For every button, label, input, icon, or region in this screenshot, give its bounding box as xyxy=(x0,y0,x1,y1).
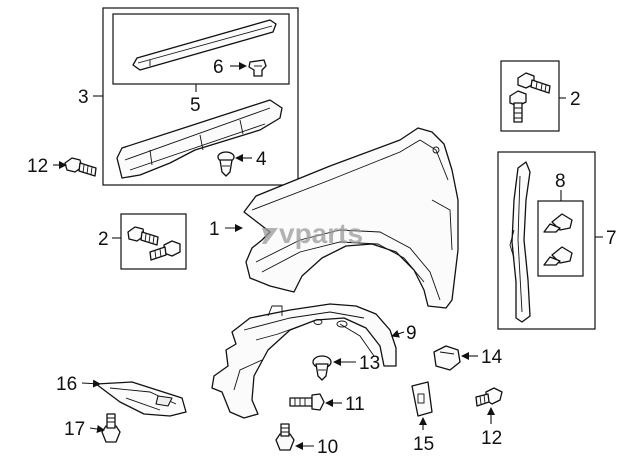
bolt-part-11 xyxy=(289,393,325,411)
callout-13: 13 xyxy=(359,353,380,374)
watermark-text: vparts xyxy=(279,218,363,249)
callout-9: 9 xyxy=(406,323,417,344)
bolt-part-2-mid-a xyxy=(127,226,159,246)
callout-3: 3 xyxy=(78,87,89,108)
seal-strip-part-7 xyxy=(509,161,531,323)
grommet-part-14 xyxy=(433,345,461,371)
callout-17: 17 xyxy=(64,419,85,440)
group-box-2-mid xyxy=(120,213,187,270)
push-clip-part-4 xyxy=(217,151,235,177)
callout-1: 1 xyxy=(209,219,220,240)
group-box-7 xyxy=(497,151,596,330)
bracket-part-15 xyxy=(411,381,433,417)
callout-8: 8 xyxy=(555,171,566,192)
bolt-part-2-mid-b xyxy=(149,240,181,261)
callout-12-right: 12 xyxy=(481,428,502,449)
callout-5: 5 xyxy=(190,95,201,116)
callout-2-top: 2 xyxy=(570,89,581,110)
clip-part-8-upper xyxy=(543,213,573,233)
fender-liner-part-9 xyxy=(211,303,397,419)
push-clip-part-13 xyxy=(312,355,332,381)
callout-10: 10 xyxy=(317,437,338,458)
callout-15: 15 xyxy=(413,434,434,455)
callout-14: 14 xyxy=(481,347,503,368)
callout-labels: 3 5 6 4 12 2 2 1 7 8 9 13 14 11 10 15 12… xyxy=(27,57,617,458)
splash-shield-part-16 xyxy=(95,381,187,417)
clip-part-8-lower xyxy=(543,246,573,266)
callout-11: 11 xyxy=(345,394,365,415)
clip-part-6 xyxy=(248,59,267,77)
molding-strip-part-5 xyxy=(132,19,277,71)
bolt-part-2-top-b xyxy=(509,90,527,123)
front-fender-part-1 xyxy=(243,127,459,309)
callout-2-mid: 2 xyxy=(98,229,109,250)
callout-16: 16 xyxy=(56,374,77,395)
fender-seal-part xyxy=(116,99,283,179)
bolt-part-12-right xyxy=(475,387,503,407)
group-box-5 xyxy=(112,13,290,85)
callout-12-left: 12 xyxy=(27,156,48,177)
callout-7: 7 xyxy=(606,228,617,249)
bolt-part-17 xyxy=(101,413,121,443)
bolt-part-10 xyxy=(275,423,295,451)
bolt-part-2-top-a xyxy=(517,72,551,94)
callout-4: 4 xyxy=(256,149,267,170)
callout-6: 6 xyxy=(213,57,224,78)
group-box-2-top xyxy=(500,60,560,132)
bolt-part-12-left xyxy=(64,157,97,177)
watermark-logo: vparts xyxy=(262,218,363,249)
leader-lines xyxy=(53,62,603,450)
